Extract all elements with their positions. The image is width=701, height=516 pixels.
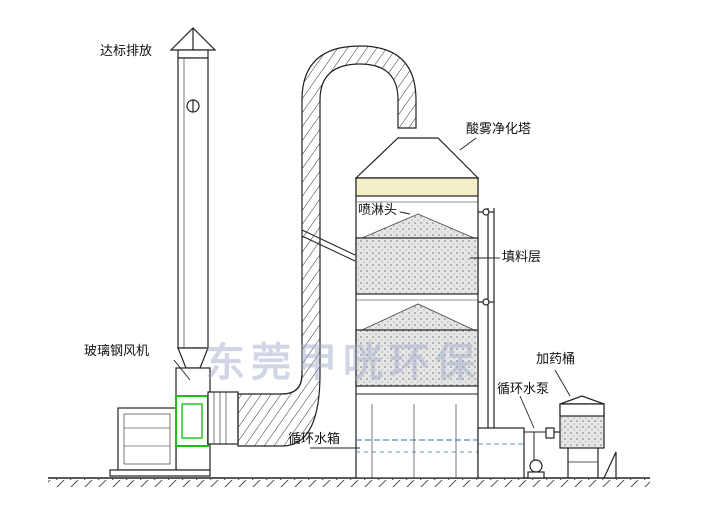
leader-lines bbox=[173, 137, 571, 449]
watermark: 东莞甲咣环保 bbox=[205, 340, 481, 386]
label-spray-head: 喷淋头 bbox=[358, 203, 398, 218]
air-duct bbox=[237, 45, 417, 447]
spray-piping bbox=[478, 208, 495, 428]
ground-line bbox=[48, 477, 650, 487]
label-fan: 玻璃钢风机 bbox=[84, 344, 150, 359]
fiberglass-fan bbox=[109, 391, 239, 477]
label-dosing-tank: 加药桶 bbox=[536, 352, 576, 367]
label-exhaust: 达标排放 bbox=[100, 44, 153, 59]
dosing-tank bbox=[554, 395, 617, 479]
label-circulation-pump: 循环水泵 bbox=[497, 382, 550, 397]
circulation-tank-pump bbox=[477, 427, 555, 479]
label-tower: 酸雾净化塔 bbox=[466, 122, 532, 137]
label-packing-layer: 填料层 bbox=[502, 250, 542, 265]
acid-mist-tower bbox=[354, 137, 480, 479]
label-water-tank: 循环水箱 bbox=[288, 432, 341, 447]
